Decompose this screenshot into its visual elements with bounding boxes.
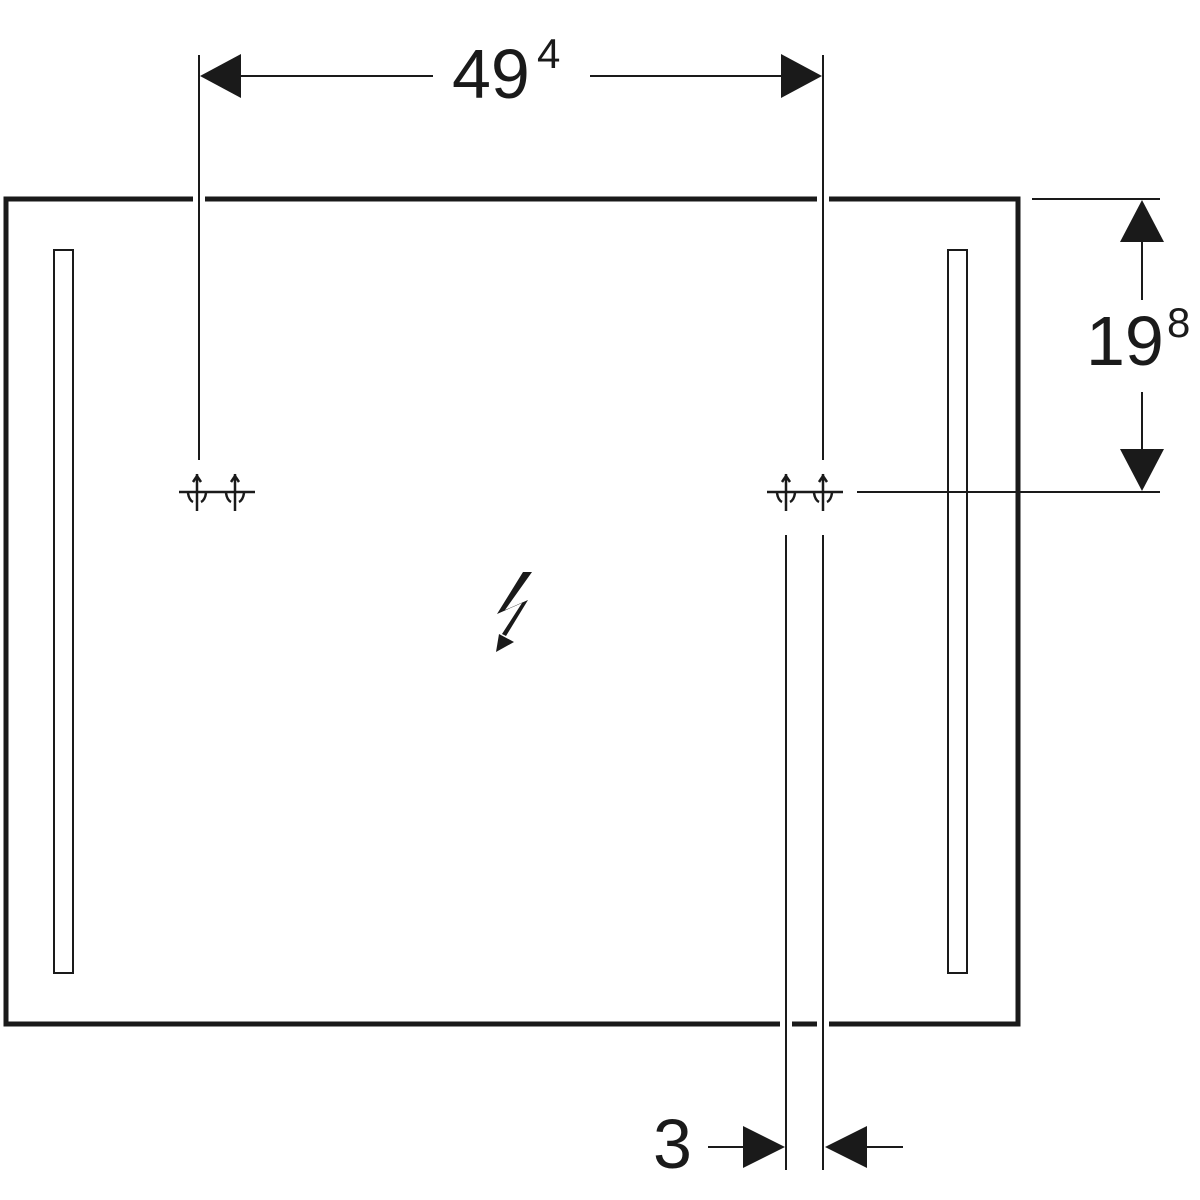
extension-lines	[198, 55, 1160, 1170]
dimension-mount-height: 19 8	[1086, 200, 1190, 491]
dimension-label: 19	[1086, 302, 1164, 380]
dimension-label: 3	[653, 1105, 692, 1183]
dimension-label-superscript: 8	[1167, 299, 1190, 346]
arrow-up-icon	[1120, 200, 1164, 242]
electrical-connection-icon	[496, 572, 532, 652]
arrow-left-icon	[200, 54, 241, 98]
arrow-right-icon	[743, 1126, 785, 1168]
arrow-right-icon	[781, 54, 822, 98]
left-light-strip	[53, 249, 74, 974]
arrow-down-icon	[1120, 449, 1164, 491]
mirror-frame	[3, 196, 1021, 1027]
arrow-left-icon	[825, 1126, 867, 1168]
left-mounting-point	[179, 473, 255, 511]
dimension-wall-offset: 3	[653, 1105, 903, 1183]
right-light-strip	[947, 249, 968, 974]
dimension-label: 49	[452, 35, 530, 113]
dimension-label-superscript: 4	[537, 30, 560, 77]
right-mounting-point	[767, 473, 843, 511]
dimension-mount-spacing: 49 4	[200, 30, 822, 113]
